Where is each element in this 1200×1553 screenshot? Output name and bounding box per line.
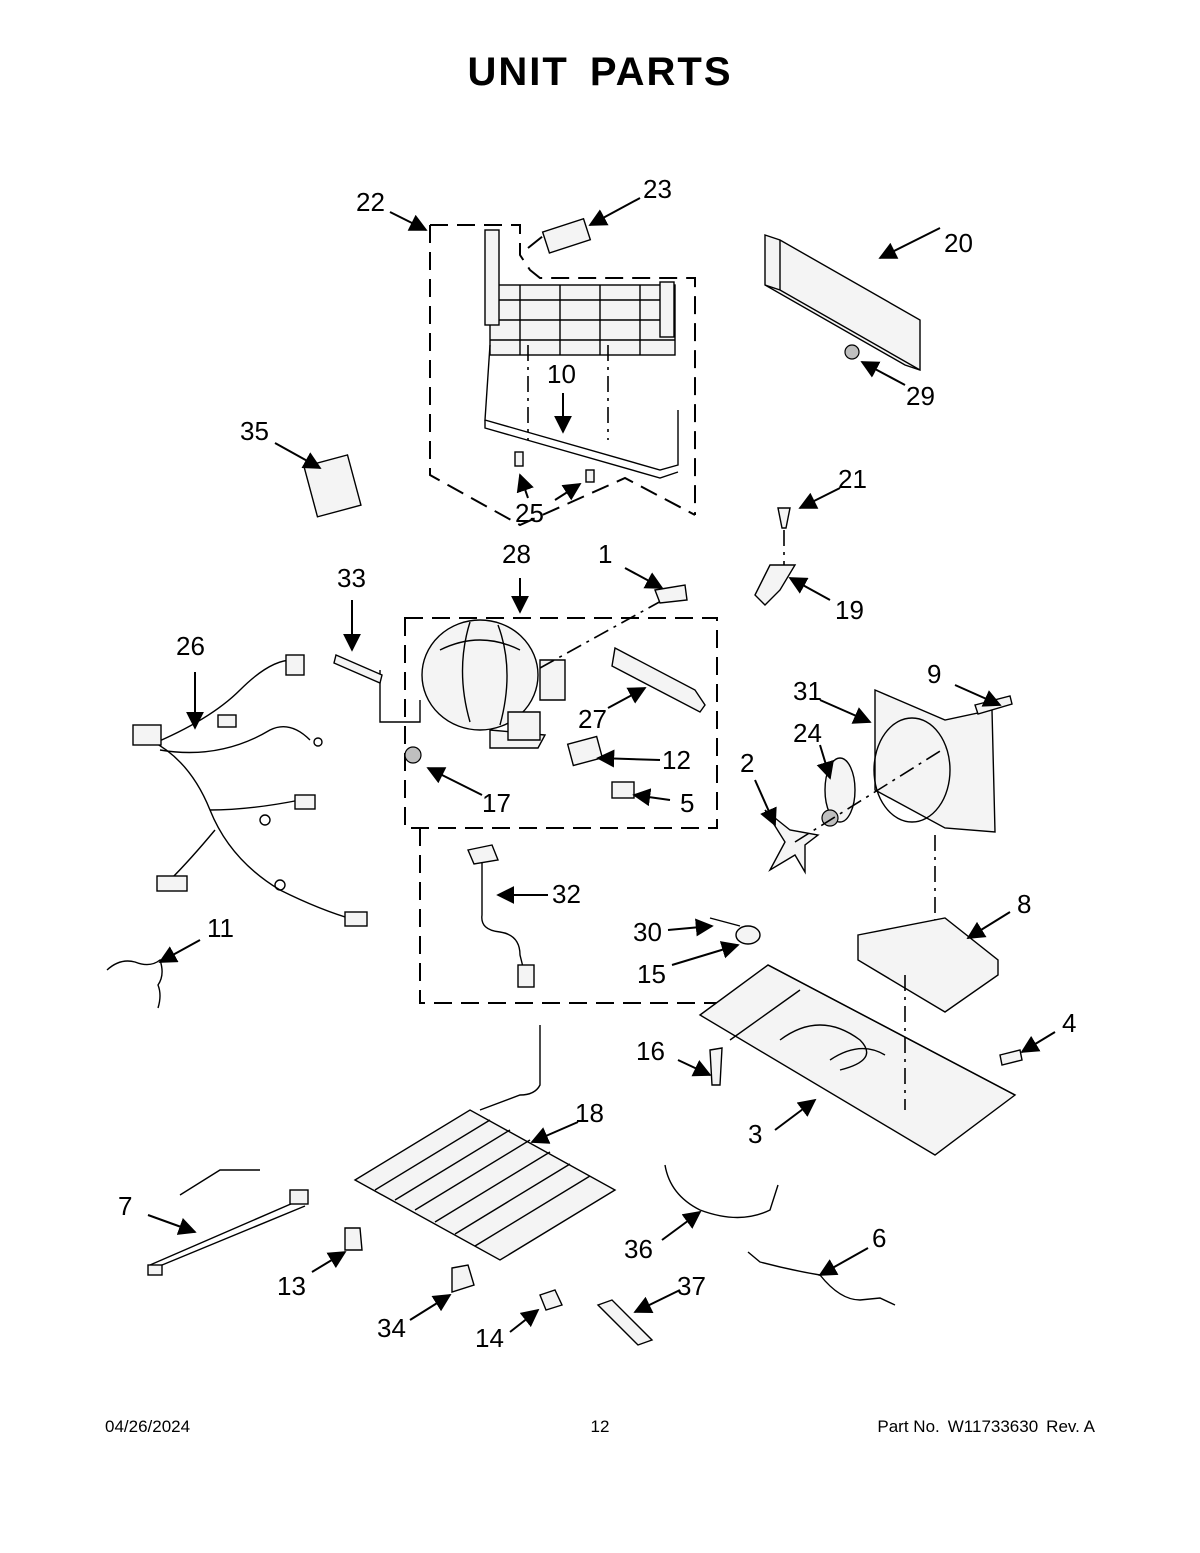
callout-12: 12 xyxy=(662,745,691,775)
callout-1: 1 xyxy=(598,539,612,569)
callout-10: 10 xyxy=(547,359,576,389)
callout-22: 22 xyxy=(356,187,385,217)
footer-date: 04/26/2024 xyxy=(105,1417,191,1436)
callout-18: 18 xyxy=(575,1098,604,1128)
base-tray-drawing xyxy=(698,964,1017,1156)
callout-6: 6 xyxy=(872,1223,886,1253)
page-title: UNIT PARTS xyxy=(467,50,733,94)
footer-part-number: W11733630 xyxy=(947,1417,1039,1436)
callout-37: 37 xyxy=(677,1271,706,1301)
callout-9: 9 xyxy=(927,659,941,689)
callout-11: 11 xyxy=(207,913,234,943)
callout-34: 34 xyxy=(377,1313,406,1343)
callout-19: 19 xyxy=(835,595,864,625)
footer-part-label: Part No. xyxy=(877,1417,940,1436)
callout-15: 15 xyxy=(637,959,666,989)
bracket-screw-drawing xyxy=(754,507,797,606)
callout-7: 7 xyxy=(118,1191,132,1221)
fan-shroud-base-drawing xyxy=(857,917,999,1013)
condenser-coil-drawing xyxy=(353,1025,617,1261)
callout-3: 3 xyxy=(748,1119,762,1149)
insulation-tube-drawing xyxy=(596,1299,654,1346)
strap-drawing xyxy=(333,654,383,684)
callout-8: 8 xyxy=(1017,889,1031,919)
tube-drawing xyxy=(664,1164,779,1219)
callout-30: 30 xyxy=(633,917,662,947)
evaporator-assembly-drawing xyxy=(429,217,696,527)
callout-33: 33 xyxy=(337,563,366,593)
callout-4: 4 xyxy=(1062,1008,1076,1038)
screw-4-drawing xyxy=(999,1049,1023,1066)
evaporator-cover-drawing xyxy=(764,234,921,371)
wire-harness-drawing xyxy=(132,654,368,927)
callout-23: 23 xyxy=(643,174,672,204)
callout-labels: 1 2 3 4 5 6 7 8 9 10 11 12 13 14 15 16 1… xyxy=(118,174,1076,1353)
callout-31: 31 xyxy=(793,676,822,706)
footer-revision: Rev. A xyxy=(1046,1417,1095,1436)
callout-29: 29 xyxy=(906,381,935,411)
grommet-pin-drawing xyxy=(709,917,761,945)
callout-28: 28 xyxy=(502,539,531,569)
callout-16: 16 xyxy=(636,1036,665,1066)
callout-35: 35 xyxy=(240,416,269,446)
control-board-drawing xyxy=(303,454,362,518)
drain-tube-drawing xyxy=(419,828,750,1004)
callout-2: 2 xyxy=(740,748,754,778)
footer-part-info: Part No. W11733630 Rev. A xyxy=(877,1417,1095,1437)
callout-13: 13 xyxy=(277,1271,306,1301)
callout-21: 21 xyxy=(838,464,867,494)
callout-36: 36 xyxy=(624,1234,653,1264)
screw-drawing xyxy=(709,1047,723,1086)
callout-25: 25 xyxy=(515,498,544,528)
callout-14: 14 xyxy=(475,1323,504,1353)
compressor-assembly-drawing xyxy=(379,584,718,829)
callout-20: 20 xyxy=(944,228,973,258)
callout-27: 27 xyxy=(578,704,607,734)
wire-clip-drawing xyxy=(106,958,163,1009)
drain-valve-drawing xyxy=(451,1264,475,1293)
harness-drawing xyxy=(147,1169,309,1276)
callout-32: 32 xyxy=(552,879,581,909)
sleeve-drawing xyxy=(539,1289,563,1311)
footer-page-number: 12 xyxy=(590,1417,610,1436)
callout-17: 17 xyxy=(482,788,511,818)
callout-5: 5 xyxy=(680,788,694,818)
callout-26: 26 xyxy=(176,631,205,661)
leader-arrows xyxy=(147,197,1056,1333)
callout-24: 24 xyxy=(793,718,822,748)
clip-drawing xyxy=(344,1227,363,1251)
tubing-drawing xyxy=(747,1251,896,1306)
